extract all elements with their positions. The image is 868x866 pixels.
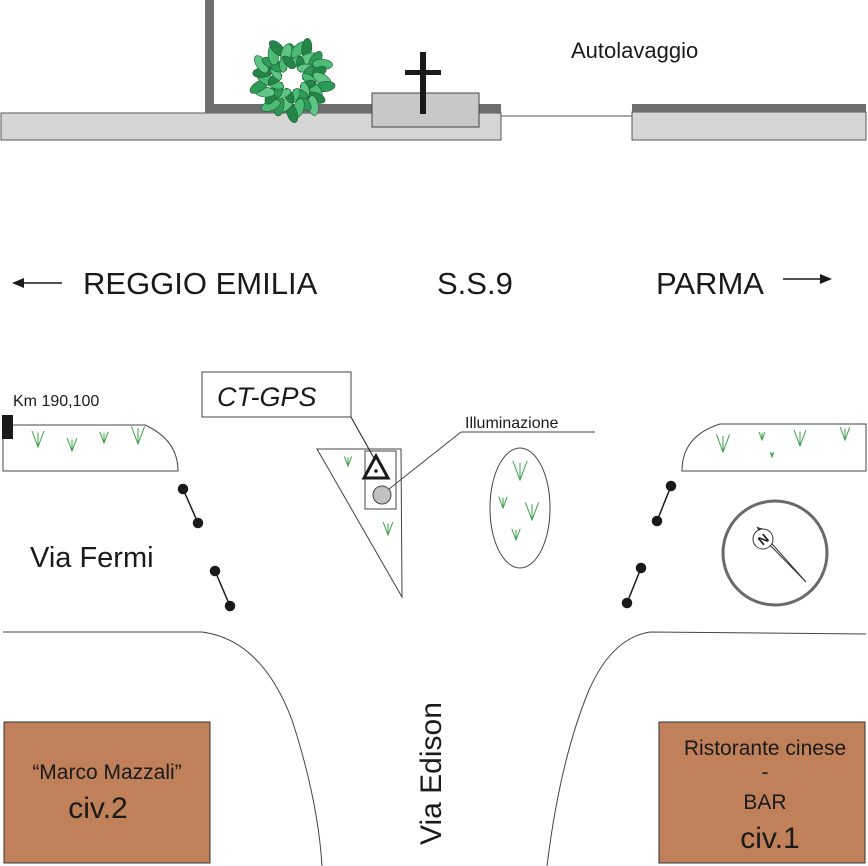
flowerbed-east [681,423,867,472]
lamp-post-icon [372,485,392,505]
street-west-label: Via Fermi [30,542,154,574]
direction-east-label: PARMA [656,266,764,301]
building-east-type: BAR [743,791,786,814]
bollards-west [177,483,236,612]
flowerbed-oval [489,447,551,569]
building-west-civic: civ.2 [68,792,127,825]
south-kerbs [3,631,867,866]
building-east [658,721,866,864]
compass-icon: N [721,499,829,607]
km-post [2,415,13,439]
cross-icon [405,52,441,114]
lighting-label: Illuminazione [465,415,558,432]
wreath-icon [249,38,336,123]
building-west-name: “Marco Mazzali” [32,761,181,784]
lighting-callout [388,431,595,490]
grass-tufts [31,426,851,542]
building-east-name: Ristorante cinese [684,737,846,760]
building-west [3,721,211,864]
car-wash-label: Autolavaggio [571,38,698,63]
building-east-civic: civ.1 [740,822,799,855]
street-south-label: Via Edison [415,702,448,845]
road-name-label: S.S.9 [437,266,513,301]
direction-west-label: REGGIO EMILIA [83,266,318,301]
arrow-right-icon [783,274,832,284]
north-wall [205,0,866,113]
station-id-label: CT-GPS [217,382,317,412]
triangle-marker-icon [361,452,391,480]
building-east-sep: - [762,761,769,784]
flowerbed-west [2,424,179,472]
station-callout [201,371,376,461]
bollards-east [621,480,677,609]
km-marker-label: Km 190,100 [13,393,99,410]
arrow-left-icon [12,278,62,288]
